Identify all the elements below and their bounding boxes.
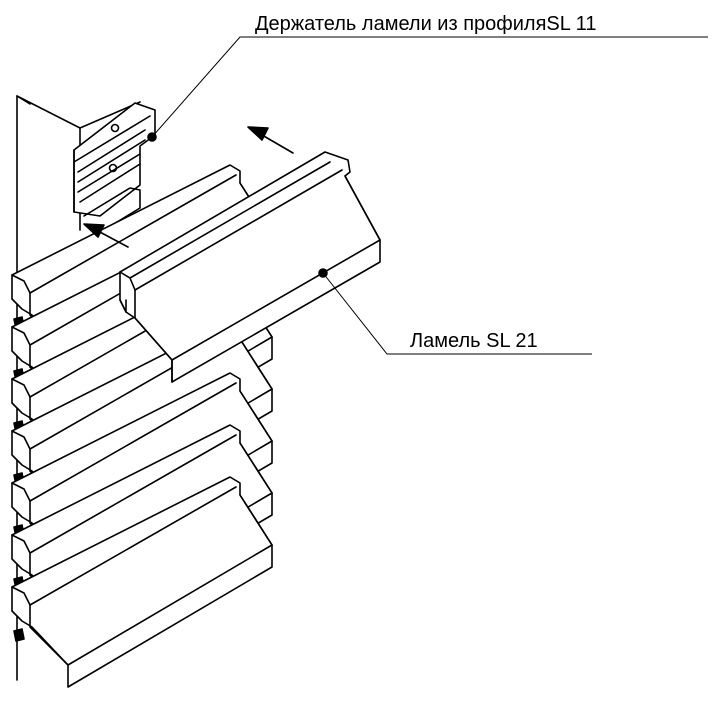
lamella <box>11 476 273 688</box>
lamella-sl21-insert <box>119 151 381 383</box>
holder-profile-sl11 <box>73 102 156 236</box>
arrow-slide-direction <box>83 223 129 248</box>
lamella-callout-label: Ламель SL 21 <box>410 330 538 352</box>
leader-lamella <box>318 268 592 355</box>
leader-holder <box>147 36 708 142</box>
holder-callout-label: Держатель ламели из профиляSL 11 <box>255 13 597 35</box>
arrow-insert-direction <box>247 126 294 154</box>
